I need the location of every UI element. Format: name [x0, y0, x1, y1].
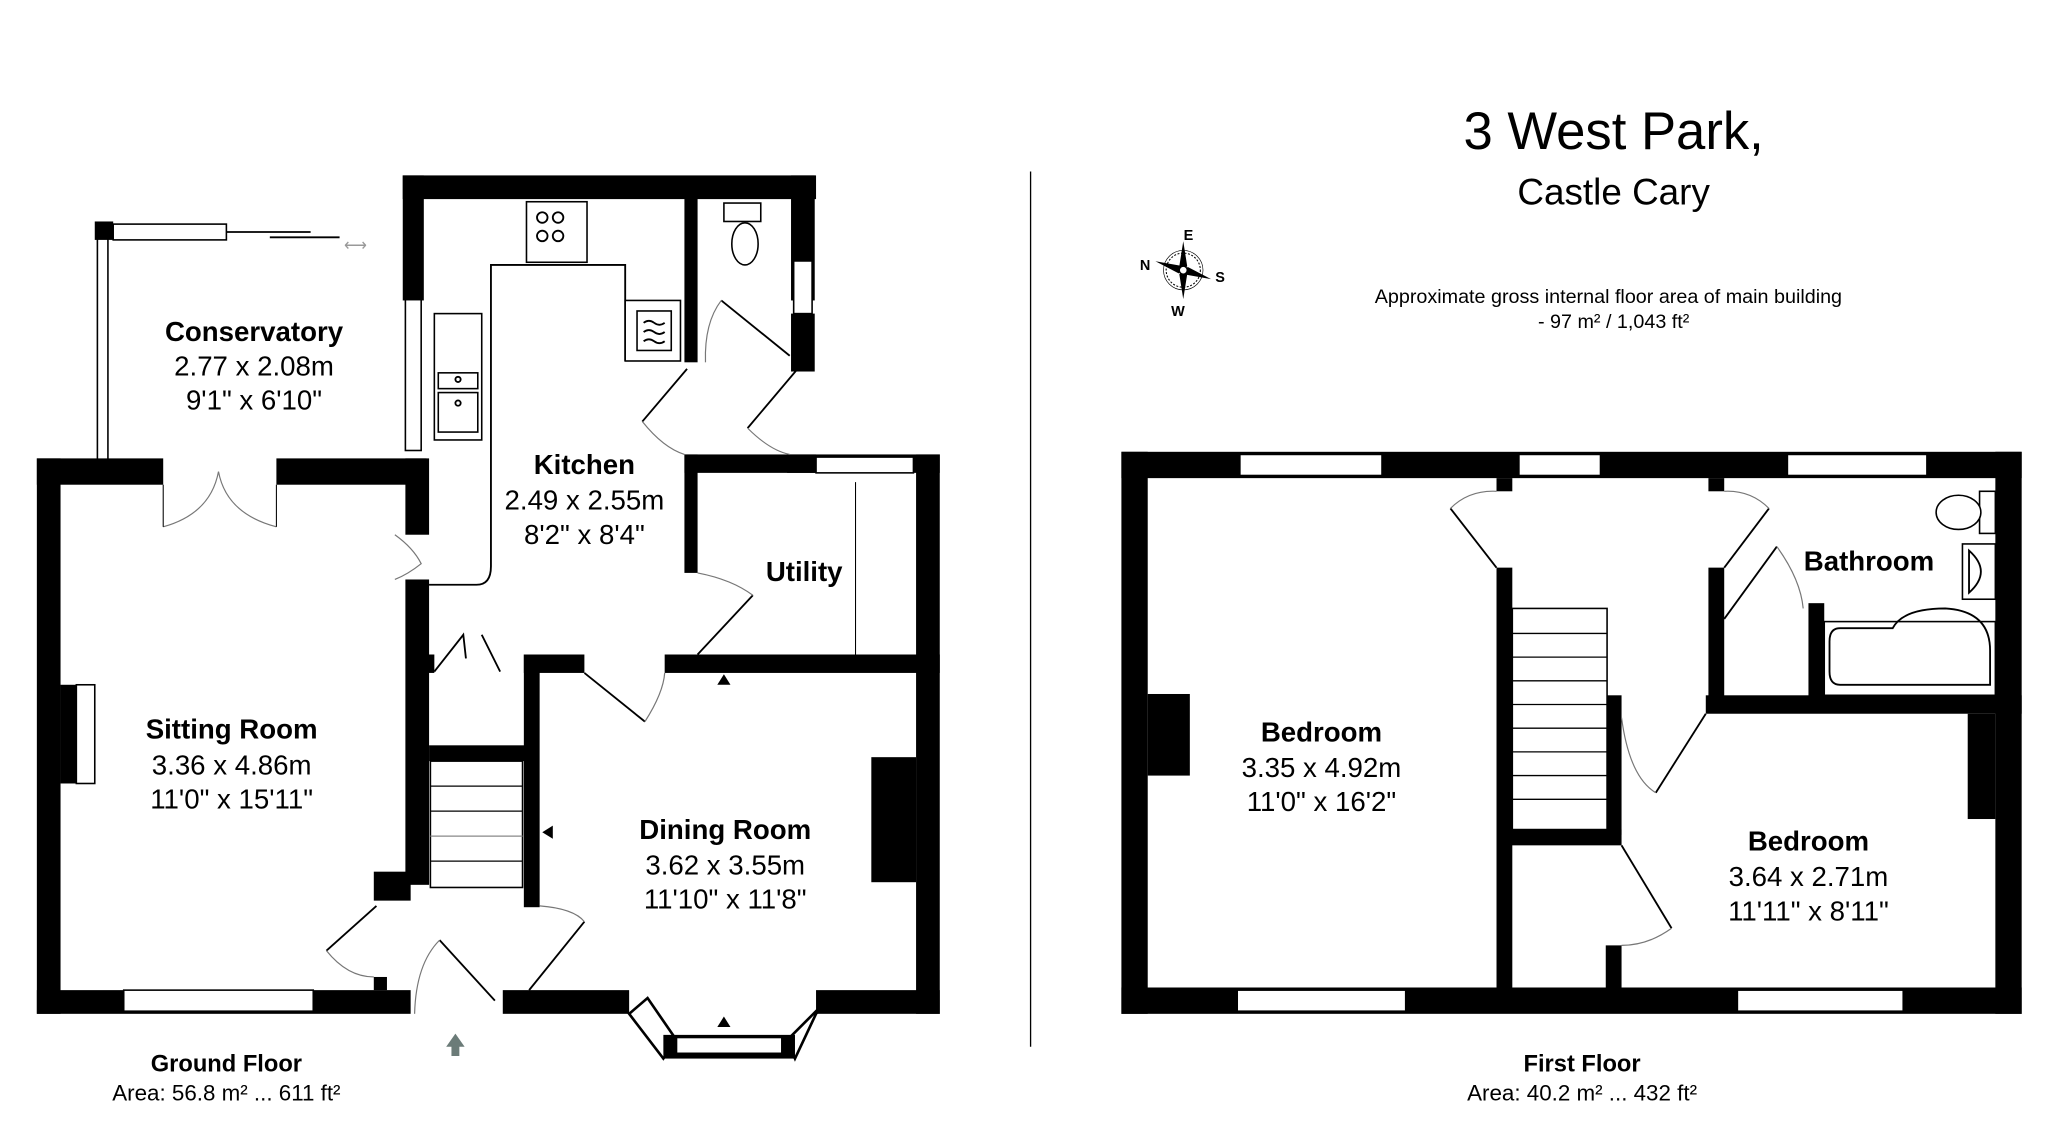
- toilet-icon: [1935, 490, 1997, 535]
- entrance-arrow-icon: [446, 1033, 465, 1056]
- svg-text:Utility: Utility: [766, 556, 843, 587]
- room-label-conservatory: Conservatory 2.77 x 2.08m 9'1" x 6'10": [165, 316, 344, 415]
- svg-text:Conservatory: Conservatory: [165, 316, 344, 347]
- svg-text:3.64 x 2.71m: 3.64 x 2.71m: [1729, 861, 1889, 892]
- conservatory-window-north: [112, 223, 228, 241]
- fireplace-hearth: [75, 683, 96, 785]
- bay-window: [627, 996, 831, 1062]
- header: 3 West Park, Castle Cary Approximate gro…: [1375, 102, 1842, 333]
- bedroom1-door: [1449, 507, 1498, 569]
- toilet-icon: [723, 202, 762, 266]
- svg-text:Sitting Room: Sitting Room: [146, 714, 318, 745]
- dining-chimney-breast: [871, 757, 917, 883]
- ground-floor-plan: ⟷: [36, 175, 940, 1106]
- hall-dining-door: [528, 921, 586, 991]
- svg-text:11'11" x 8'11": 11'11" x 8'11": [1728, 895, 1889, 926]
- hob-icon: [525, 200, 588, 264]
- room-label-kitchen: Kitchen 2.49 x 2.55m 8'2" x 8'4": [505, 449, 665, 550]
- sink-icon: [433, 312, 483, 441]
- cupboard-door: [433, 632, 501, 673]
- bedroom1-window-top: [1239, 453, 1383, 477]
- gross-area-note: Approximate gross internal floor area of…: [1375, 286, 1842, 308]
- svg-text:3.36 x 4.86m: 3.36 x 4.86m: [152, 749, 312, 780]
- svg-text:Bedroom: Bedroom: [1748, 826, 1869, 857]
- bath-icon: [1823, 607, 1997, 697]
- svg-text:Bedroom: Bedroom: [1261, 716, 1382, 747]
- compass-west-label: W: [1171, 304, 1185, 320]
- bedroom-landing-door: [1723, 507, 1770, 569]
- landing-window: [1518, 453, 1602, 477]
- conservatory-door: [163, 471, 277, 528]
- staircase: [429, 760, 524, 889]
- room-label-bedroom-1: Bedroom 3.35 x 4.92m 11'0" x 16'2": [1242, 716, 1402, 817]
- svg-text:2.77 x 2.08m: 2.77 x 2.08m: [174, 350, 334, 381]
- svg-text:Dining Room: Dining Room: [639, 814, 811, 845]
- ground-floor-label: Ground Floor: [151, 1052, 302, 1078]
- property-title: 3 West Park,: [1464, 102, 1764, 161]
- dining-door: [583, 672, 646, 723]
- gross-area-value: - 97 m² / 1,043 ft²: [1538, 311, 1690, 333]
- sliding-door-arrow-icon: ⟷: [344, 237, 367, 254]
- front-door: [438, 939, 496, 1002]
- first-floor-label: First Floor: [1524, 1052, 1641, 1078]
- room-label-dining-room: Dining Room 3.62 x 3.55m 11'10" x 11'8": [639, 814, 811, 915]
- svg-text:8'2" x 8'4": 8'2" x 8'4": [524, 519, 645, 550]
- sitting-room-window: [122, 989, 315, 1012]
- bedroom1-chimney-breast: [1147, 693, 1190, 776]
- washing-machine-icon: [624, 299, 682, 362]
- kitchen-sitting-door: [394, 534, 422, 581]
- svg-text:9'1" x 6'10": 9'1" x 6'10": [186, 385, 322, 416]
- conservatory-window-west: [96, 223, 109, 462]
- room-label-bathroom: Bathroom: [1804, 545, 1934, 576]
- svg-text:3.35 x 4.92m: 3.35 x 4.92m: [1242, 752, 1402, 783]
- wc-door: [641, 368, 799, 429]
- bedroom2-window: [1736, 989, 1905, 1012]
- svg-text:11'10" x 11'8": 11'10" x 11'8": [644, 884, 807, 915]
- svg-text:Bathroom: Bathroom: [1804, 545, 1934, 576]
- room-label-sitting-room: Sitting Room 3.36 x 4.86m 11'0" x 15'11": [146, 714, 318, 815]
- room-label-utility: Utility: [766, 556, 843, 587]
- wc-window: [792, 260, 813, 315]
- property-location: Castle Cary: [1517, 171, 1710, 212]
- basin-icon: [1961, 543, 1997, 601]
- room-label-bedroom-2: Bedroom 3.64 x 2.71m 11'11" x 8'11": [1728, 826, 1889, 927]
- utility-window: [815, 456, 915, 474]
- conservatory-window-east: [404, 298, 422, 452]
- svg-text:11'0" x 15'11": 11'0" x 15'11": [150, 783, 313, 814]
- bathroom-window: [1786, 453, 1928, 477]
- ground-floor-area: Area: 56.8 m² ... 611 ft²: [112, 1081, 341, 1106]
- compass-north-label: N: [1140, 258, 1150, 274]
- first-floor-plan: Bathroom Bedroom 3.35 x 4.92m 11'0" x 16…: [1121, 451, 2022, 1106]
- sitting-room-door: [325, 905, 378, 952]
- svg-text:3.62 x 3.55m: 3.62 x 3.55m: [645, 849, 805, 880]
- bathroom-door: [1723, 546, 1778, 620]
- compass-south-label: S: [1215, 270, 1225, 286]
- cupboard-door: [1620, 844, 1673, 929]
- first-floor-area: Area: 40.2 m² ... 432 ft²: [1467, 1081, 1697, 1106]
- utility-door: [696, 594, 754, 656]
- svg-text:Kitchen: Kitchen: [534, 449, 635, 480]
- staircase: [1511, 607, 1608, 831]
- compass-rose-icon: E N S W: [1140, 228, 1225, 320]
- bedroom1-window-bottom: [1236, 989, 1407, 1012]
- svg-text:2.49 x 2.55m: 2.49 x 2.55m: [505, 485, 665, 516]
- bedroom2-door: [1654, 713, 1707, 794]
- svg-text:11'0" x 16'2": 11'0" x 16'2": [1247, 786, 1396, 817]
- compass-east-label: E: [1184, 228, 1194, 244]
